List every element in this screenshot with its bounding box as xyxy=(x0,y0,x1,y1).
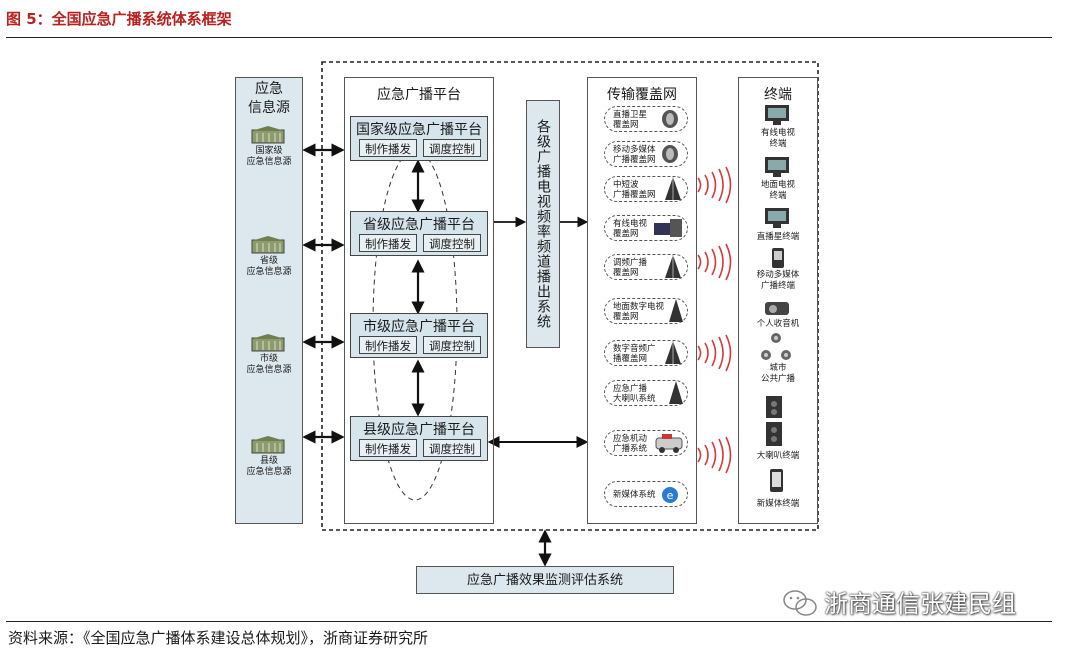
building-icon xyxy=(251,436,285,454)
terminal-city-public-label: 城市公共广播 xyxy=(760,363,795,384)
source-note: 资料来源：《全国应急广播体系建设总体规划》，浙商证券研究所 xyxy=(8,629,429,647)
terminals-panel: 终端 xyxy=(738,77,818,524)
platform-city: 市级应急广播平台 制作播发 调度控制 xyxy=(350,313,488,358)
city-produce-button: 制作播发 xyxy=(359,336,417,354)
platform-county: 县级应急广播平台 制作播发 调度控制 xyxy=(350,416,488,461)
top-divider xyxy=(6,37,1052,38)
source-county-label: 县级应急信息源 xyxy=(246,456,292,477)
building-icon xyxy=(251,126,285,144)
playout-system-label: 各级广播电视频率频道播出系统 xyxy=(535,119,551,329)
cable-tv-icon xyxy=(654,219,682,237)
dtv-tower-icon xyxy=(669,299,683,322)
building-icon xyxy=(251,236,285,254)
mobile-phone-icon xyxy=(772,248,784,268)
source-national-label: 国家级应急信息源 xyxy=(246,146,292,167)
emergency-vehicle-icon xyxy=(655,434,683,453)
fm-tower-icon xyxy=(665,255,681,278)
terminal-cable-tv-label: 有线电视终端 xyxy=(760,128,795,149)
provincial-dispatch-button: 调度控制 xyxy=(423,234,481,252)
terminal-mobile-multimedia-label: 移动多媒体广播终端 xyxy=(756,270,800,291)
watermark-text: 浙商通信张建民组 xyxy=(824,590,1016,618)
evaluation-system-box: 应急广播效果监测评估系统 xyxy=(416,566,674,594)
city-dispatch-button: 调度控制 xyxy=(423,336,481,354)
platform-column-title: 应急广播平台 xyxy=(377,87,461,103)
terminal-new-media-label: 新媒体终端 xyxy=(756,499,800,509)
terminals-title: 终端 xyxy=(764,87,792,103)
loudspeaker-icon xyxy=(766,396,782,446)
source-provincial-label: 省级应急信息源 xyxy=(246,256,292,277)
national-dispatch-button: 调度控制 xyxy=(423,139,481,157)
terminal-personal-radio-label: 个人收音机 xyxy=(756,319,800,329)
source-city-label: 市级应急信息源 xyxy=(246,354,292,375)
tv-icon xyxy=(765,208,789,228)
info-source-title-1: 应急 xyxy=(255,81,283,97)
building-icon xyxy=(251,334,285,352)
platform-national: 国家级应急广播平台 制作播发 调度控制 xyxy=(350,116,488,161)
satellite-icon xyxy=(662,110,678,128)
terminal-terrestrial-tv-label: 地面电视终端 xyxy=(760,180,795,201)
terminal-dbs-label: 直播星终端 xyxy=(756,232,800,242)
radio-icon xyxy=(765,302,789,315)
county-produce-button: 制作播发 xyxy=(359,439,417,457)
platform-column: 应急广播平台 xyxy=(344,77,494,524)
provincial-produce-button: 制作播发 xyxy=(359,234,417,252)
county-dispatch-button: 调度控制 xyxy=(423,439,481,457)
tablet-icon xyxy=(770,469,783,492)
info-source-title-2: 信息源 xyxy=(248,100,290,116)
playout-system-box: 各级广播电视频率频道播出系统 xyxy=(526,100,560,348)
internet-explorer-icon: e xyxy=(662,487,678,503)
loudspeaker-tower-icon xyxy=(669,381,683,404)
tv-icon xyxy=(765,105,789,125)
system-dashed-frame xyxy=(321,61,819,531)
mobile-tower-icon xyxy=(662,145,678,163)
antenna-tower-icon xyxy=(665,177,681,200)
bottom-divider xyxy=(6,621,1052,622)
national-produce-button: 制作播发 xyxy=(359,139,417,157)
signal-waves xyxy=(697,166,732,474)
transmission-title: 传输覆盖网 xyxy=(607,87,677,103)
figure-title: 图 5：全国应急广播系统体系框架 xyxy=(6,10,232,28)
terminal-loudspeaker-label: 大喇叭终端 xyxy=(756,451,800,461)
digital-audio-tower-icon xyxy=(665,341,681,364)
wechat-icon xyxy=(783,590,817,616)
network-satellite: 直播卫星覆盖网 xyxy=(604,106,688,132)
public-speaker-icon xyxy=(761,333,791,360)
svg-text:e: e xyxy=(667,489,674,502)
platform-provincial: 省级应急广播平台 制作播发 调度控制 xyxy=(350,211,488,256)
tv-icon xyxy=(765,157,789,177)
